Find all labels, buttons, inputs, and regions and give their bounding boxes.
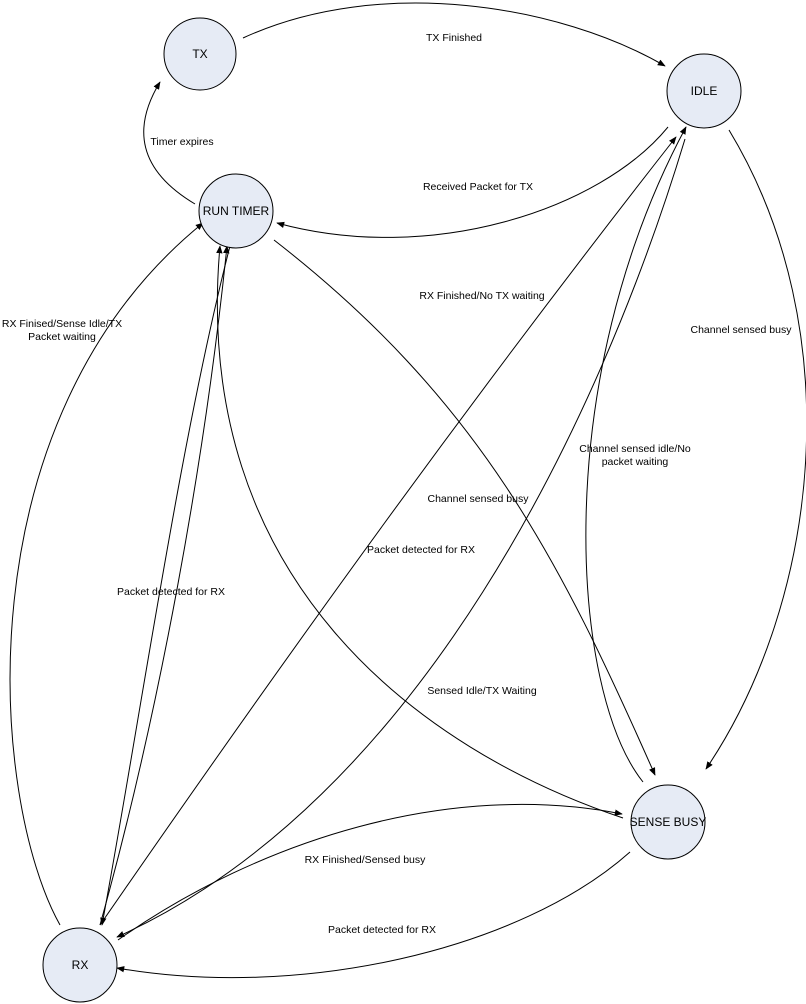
label-tx-finished: TX Finished: [426, 32, 482, 44]
label-sensed-idle-tx-waiting: Sensed Idle/TX Waiting: [427, 685, 536, 697]
state-idle-label: IDLE: [691, 84, 718, 98]
state-sense-busy-label: SENSE BUSY: [630, 815, 707, 829]
edge-rx-to-timer: [9, 222, 204, 926]
state-sense-busy[interactable]: SENSE BUSY: [630, 784, 707, 860]
label-rx-finised-sense-idle-line1: RX Finised/Sense Idle/TX: [2, 318, 122, 330]
edge-sense-to-idle: [585, 126, 687, 783]
edge-timer-to-rx: [100, 245, 231, 926]
edge-idle-to-sense: [705, 129, 806, 770]
label-packet-detected-left: Packet detected for RX: [117, 586, 225, 598]
edge-tx-to-idle: [242, 2, 666, 67]
edge-rx-to-timer-2: [99, 245, 230, 926]
label-channel-sensed-busy-right: Channel sensed busy: [691, 324, 793, 336]
state-rx-label: RX: [72, 958, 89, 972]
label-channel-sensed-idle-line1: Channel sensed idle/No: [579, 443, 691, 455]
state-idle[interactable]: IDLE: [666, 53, 742, 129]
state-run-timer[interactable]: RUN TIMER: [198, 173, 274, 249]
label-rx-finished-sensed-busy: RX Finished/Sensed busy: [305, 854, 427, 866]
label-timer-expires: Timer expires: [150, 136, 213, 148]
label-packet-detected-center: Packet detected for RX: [367, 544, 475, 556]
state-rx[interactable]: RX: [42, 927, 118, 1003]
state-tx-label: TX: [192, 47, 207, 61]
edge-rx-to-idle: [99, 136, 677, 926]
edge-idle-to-timer: [276, 126, 669, 238]
label-rx-finised-sense-idle-line2: Packet waiting: [28, 331, 96, 343]
label-channel-sensed-idle-line2: packet waiting: [602, 456, 669, 468]
edge-timer-to-sense: [273, 239, 656, 776]
label-rx-finished-no-tx: RX Finished/No TX waiting: [419, 290, 544, 302]
edge-rx-to-sense: [117, 804, 623, 941]
edge-sense-to-rx: [116, 851, 631, 979]
label-received-packet-for-tx: Received Packet for TX: [423, 181, 533, 193]
label-packet-detected-bottom: Packet detected for RX: [328, 924, 436, 936]
state-run-timer-label: RUN TIMER: [203, 204, 270, 218]
edge-idle-to-rx: [116, 138, 686, 938]
edge-sense-to-timer: [216, 245, 624, 819]
edge-timer-to-tx: [143, 81, 196, 205]
state-tx[interactable]: TX: [163, 17, 237, 91]
label-channel-sensed-busy-center: Channel sensed busy: [428, 493, 530, 505]
